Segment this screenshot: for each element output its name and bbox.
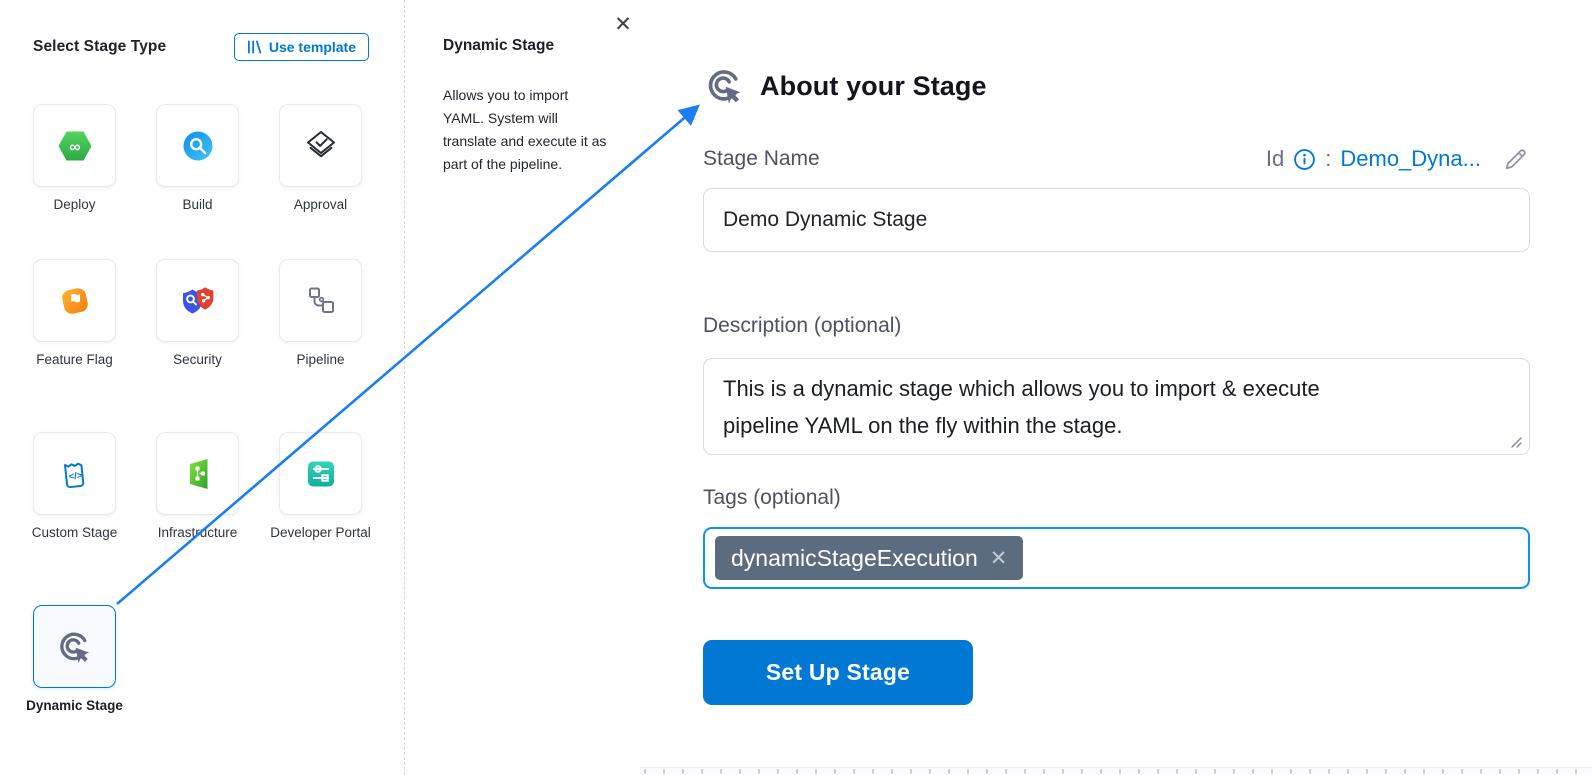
stage-card-build[interactable]: Build	[156, 104, 239, 213]
stage-card-developer-portal[interactable]: Developer Portal	[279, 432, 362, 541]
select-stage-header: Select Stage Type Use template	[33, 33, 369, 61]
stage-name-label-row: Stage Name Id : Demo_Dyna...	[703, 144, 1530, 174]
set-up-stage-button[interactable]: Set Up Stage	[703, 640, 973, 705]
stage-card-label: Custom Stage	[19, 524, 131, 541]
stage-card-security[interactable]: Security	[156, 259, 239, 368]
use-template-label: Use template	[269, 39, 356, 55]
tags-label: Tags (optional)	[703, 486, 841, 510]
stage-name-label: Stage Name	[703, 147, 820, 171]
tag-remove-icon[interactable]: ✕	[990, 548, 1008, 569]
stage-card-approval[interactable]: Approval	[279, 104, 362, 213]
stage-id-group: Id : Demo_Dyna...	[1266, 144, 1530, 174]
edit-id-button[interactable]	[1500, 144, 1530, 174]
pipeline-canvas-strip	[640, 767, 1592, 775]
dynamic-stage-card-box	[33, 605, 116, 688]
stage-card-label: Security	[142, 351, 254, 368]
build-icon	[178, 126, 218, 166]
stage-card-label: Approval	[265, 196, 377, 213]
custom-stage-icon: </>	[55, 454, 95, 494]
tag-chip-label: dynamicStageExecution	[731, 545, 978, 572]
stage-id-value[interactable]: Demo_Dyna...	[1340, 146, 1481, 172]
template-library-icon	[247, 40, 262, 54]
stage-info-panel: ✕ Dynamic Stage Allows you to import YAM…	[405, 0, 640, 775]
stage-card-label: Feature Flag	[19, 351, 131, 368]
dynamic-stage-icon	[55, 627, 95, 667]
stage-name-input[interactable]	[703, 188, 1530, 252]
about-stage-panel: About your Stage Stage Name Id : Demo_Dy…	[640, 0, 1592, 767]
stage-card-label: Build	[142, 196, 254, 213]
id-label: Id	[1266, 146, 1284, 172]
pipeline-icon	[301, 281, 341, 321]
feature-flag-card-box	[33, 259, 116, 342]
build-card-box	[156, 104, 239, 187]
developer-portal-icon	[301, 454, 341, 494]
infrastructure-icon	[178, 454, 218, 494]
info-panel-title: Dynamic Stage	[443, 37, 554, 55]
info-icon[interactable]	[1293, 148, 1316, 171]
approval-card-box	[279, 104, 362, 187]
dynamic-stage-icon	[703, 64, 747, 108]
id-colon: :	[1325, 146, 1331, 172]
deploy-icon: ∞	[55, 126, 95, 166]
description-label: Description (optional)	[703, 314, 901, 338]
deploy-card-box: ∞	[33, 104, 116, 187]
svg-text:</>: </>	[68, 470, 83, 482]
close-icon[interactable]: ✕	[610, 12, 636, 38]
stage-card-feature-flag[interactable]: Feature Flag	[33, 259, 116, 368]
select-stage-panel: Select Stage Type Use template	[0, 0, 404, 775]
stage-card-pipeline[interactable]: Pipeline	[279, 259, 362, 368]
resize-handle-icon[interactable]	[1508, 434, 1524, 450]
stage-card-deploy[interactable]: ∞ Deploy	[33, 104, 116, 213]
feature-flag-icon	[55, 281, 95, 321]
approval-icon	[301, 126, 341, 166]
svg-text:∞: ∞	[69, 138, 80, 155]
about-stage-header: About your Stage	[703, 64, 987, 108]
tags-input[interactable]: dynamicStageExecution ✕	[703, 527, 1530, 589]
stage-card-label: Infrastructure	[142, 524, 254, 541]
infrastructure-card-box	[156, 432, 239, 515]
about-stage-title: About your Stage	[760, 71, 987, 102]
stage-card-dynamic-stage[interactable]: Dynamic Stage	[33, 605, 116, 714]
tag-chip: dynamicStageExecution ✕	[715, 536, 1023, 580]
stage-card-custom-stage[interactable]: </> Custom Stage	[33, 432, 116, 541]
info-panel-description: Allows you to import YAML. System will t…	[443, 84, 607, 176]
stage-card-label: Pipeline	[265, 351, 377, 368]
security-card-box	[156, 259, 239, 342]
stage-card-label: Developer Portal	[265, 524, 377, 541]
panel-title: Select Stage Type	[33, 38, 166, 56]
use-template-button[interactable]: Use template	[234, 33, 369, 61]
description-value: This is a dynamic stage which allows you…	[723, 370, 1371, 444]
security-icon	[178, 281, 218, 321]
description-textarea[interactable]: This is a dynamic stage which allows you…	[703, 358, 1530, 455]
stage-card-label: Deploy	[19, 196, 131, 213]
developer-portal-card-box	[279, 432, 362, 515]
custom-stage-card-box: </>	[33, 432, 116, 515]
stage-card-infrastructure[interactable]: Infrastructure	[156, 432, 239, 541]
stage-card-label: Dynamic Stage	[19, 697, 131, 714]
pencil-icon	[1502, 146, 1529, 173]
pipeline-card-box	[279, 259, 362, 342]
